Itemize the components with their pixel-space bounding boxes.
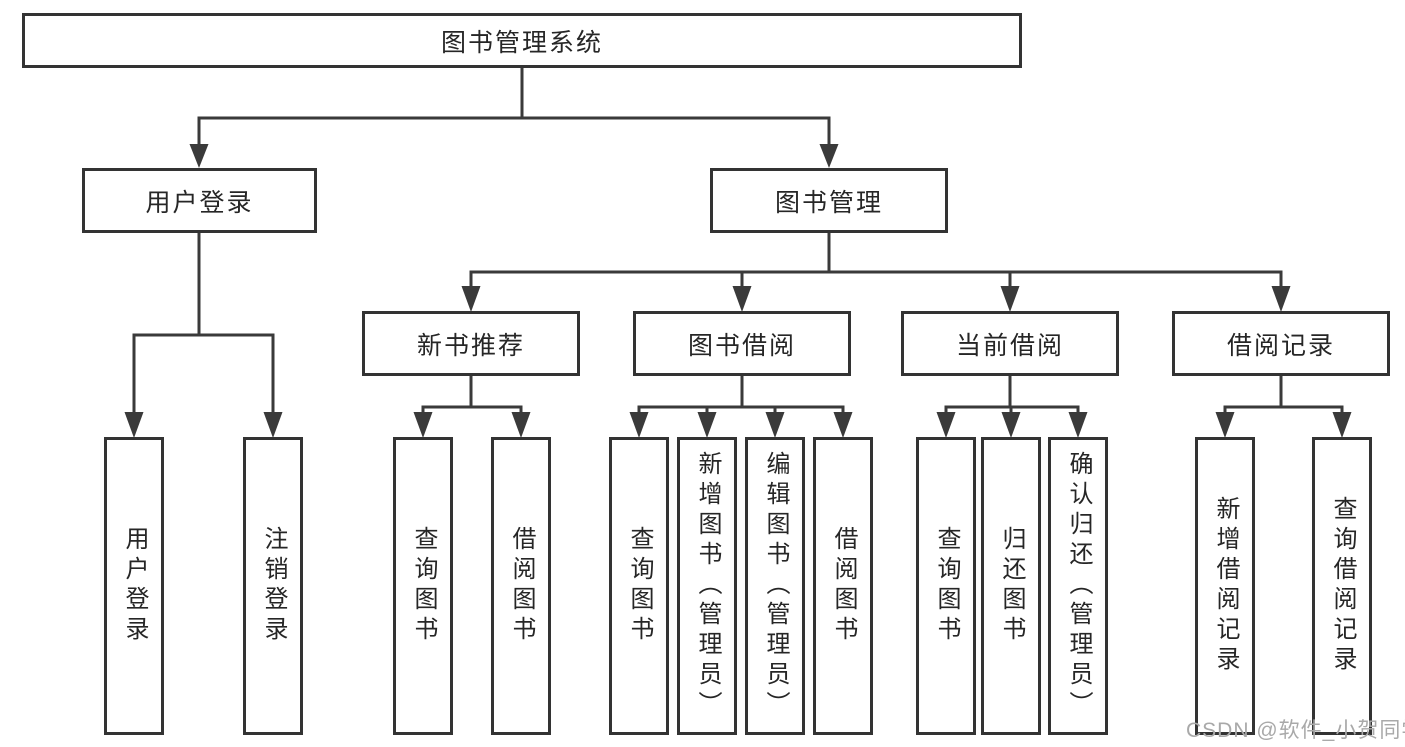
node-book-borrow: 图书借阅 <box>633 311 851 376</box>
leaf-recommend-query-book: 查询图书 <box>393 437 453 735</box>
node-book-management-label: 图书管理 <box>774 188 883 217</box>
leaf-borrow-book: 借阅图书 <box>813 437 873 735</box>
node-user-login-label: 用户登录 <box>145 188 254 217</box>
node-library-system-label: 图书管理系统 <box>440 28 603 57</box>
leaf-borrow-book-label: 借阅图书 <box>830 526 857 646</box>
arrowheads <box>124 144 1352 438</box>
leaf-current-query-book-label: 查询图书 <box>933 526 960 646</box>
node-book-borrow-label: 图书借阅 <box>687 331 796 360</box>
leaf-logout: 注销登录 <box>243 437 303 735</box>
leaf-query-borrow-record: 查询借阅记录 <box>1312 437 1372 735</box>
leaf-edit-book-admin: 编辑图书（管理员） <box>745 437 805 735</box>
leaf-return-book: 归还图书 <box>981 437 1041 735</box>
leaf-confirm-return-admin: 确认归还（管理员） <box>1048 437 1108 735</box>
node-current-borrow-label: 当前借阅 <box>955 331 1064 360</box>
node-new-book-recommend-label: 新书推荐 <box>416 331 525 360</box>
connector-shafts <box>132 66 1344 416</box>
leaf-return-book-label: 归还图书 <box>998 526 1025 646</box>
leaf-borrow-query-book: 查询图书 <box>609 437 669 735</box>
leaf-user-login: 用户登录 <box>104 437 164 735</box>
node-user-login: 用户登录 <box>82 168 317 233</box>
node-book-management: 图书管理 <box>710 168 948 233</box>
node-library-system: 图书管理系统 <box>22 13 1022 68</box>
leaf-recommend-query-book-label: 查询图书 <box>410 526 437 646</box>
leaf-borrow-query-book-label: 查询图书 <box>626 526 653 646</box>
leaf-recommend-borrow-book: 借阅图书 <box>491 437 551 735</box>
node-borrow-records: 借阅记录 <box>1172 311 1390 376</box>
node-borrow-records-label: 借阅记录 <box>1226 331 1335 360</box>
leaf-query-borrow-record-label: 查询借阅记录 <box>1329 496 1356 676</box>
leaf-add-borrow-record-label: 新增借阅记录 <box>1212 496 1239 676</box>
leaf-add-borrow-record: 新增借阅记录 <box>1195 437 1255 735</box>
leaf-edit-book-admin-label: 编辑图书（管理员） <box>762 451 789 721</box>
leaf-current-query-book: 查询图书 <box>916 437 976 735</box>
node-current-borrow: 当前借阅 <box>901 311 1119 376</box>
leaf-recommend-borrow-book-label: 借阅图书 <box>508 526 535 646</box>
leaf-confirm-return-admin-label: 确认归还（管理员） <box>1065 451 1092 721</box>
leaf-add-book-admin: 新增图书（管理员） <box>677 437 737 735</box>
node-new-book-recommend: 新书推荐 <box>362 311 580 376</box>
csdn-watermark: CSDN @软件_小贺同学 <box>1186 719 1405 742</box>
leaf-logout-label: 注销登录 <box>260 526 287 646</box>
leaf-add-book-admin-label: 新增图书（管理员） <box>694 451 721 721</box>
leaf-user-login-label: 用户登录 <box>121 526 148 646</box>
